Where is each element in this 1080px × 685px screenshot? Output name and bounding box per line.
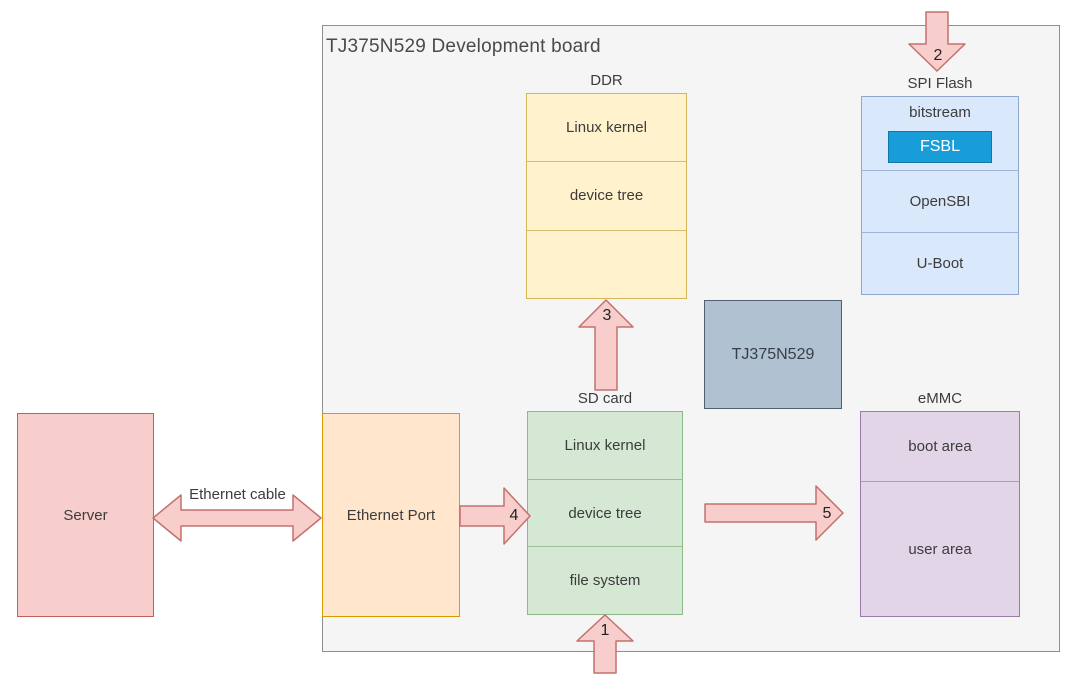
server-label: Server [63,506,108,524]
step5-number: 5 [822,505,832,522]
sd-section-file-system: file system [528,546,682,614]
step2-arrow-down-icon [908,11,966,72]
emmc-section-user-area: user area [861,481,1019,616]
ddr-box: Linux kernel device tree [526,93,687,299]
ddr-section-linux-kernel: Linux kernel [566,119,647,137]
emmc-section-boot-area: boot area [908,438,972,455]
sd-card-box: Linux kernel device tree file system [527,411,683,615]
step1-number: 1 [600,622,610,639]
ethernet-port-box: Ethernet Port [322,413,460,617]
dev-board-title: TJ375N529 Development board [326,36,601,57]
step3-number: 3 [602,307,612,324]
spi-flash-title: SPI Flash [907,75,973,92]
step4-arrow-right-icon [459,487,531,545]
sd-section-linux-kernel: Linux kernel [564,436,646,454]
step4-number: 4 [509,507,519,524]
sd-card-title: SD card [577,390,633,407]
emmc-title: eMMC [917,390,963,407]
chip-box: TJ375N529 [704,300,842,409]
step5-arrow-right-icon [704,485,844,541]
ddr-section-device-tree: device tree [527,161,686,229]
bitstream-label: bitstream [909,104,971,121]
sd-section-device-tree: device tree [528,478,682,547]
spi-section-uboot: U-Boot [862,232,1018,294]
ddr-section-empty [527,229,686,298]
fsbl-box: FSBL [888,131,992,163]
step3-arrow-up-icon [578,299,634,391]
spi-section-opensbi: OpenSBI [862,170,1018,232]
step1-arrow-up-icon [576,614,634,674]
step2-number: 2 [933,47,943,64]
chip-label: TJ375N529 [731,345,815,363]
spi-flash-box: bitstream FSBL OpenSBI U-Boot [861,96,1019,295]
ddr-title: DDR [590,72,623,89]
spi-section-bitstream: bitstream FSBL [862,97,1018,170]
ethernet-cable-label: Ethernet cable [189,486,286,503]
ethernet-cable-arrow [152,494,322,542]
ethernet-port-label: Ethernet Port [346,506,436,524]
emmc-box: boot area user area [860,411,1020,617]
server-box: Server [17,413,154,617]
